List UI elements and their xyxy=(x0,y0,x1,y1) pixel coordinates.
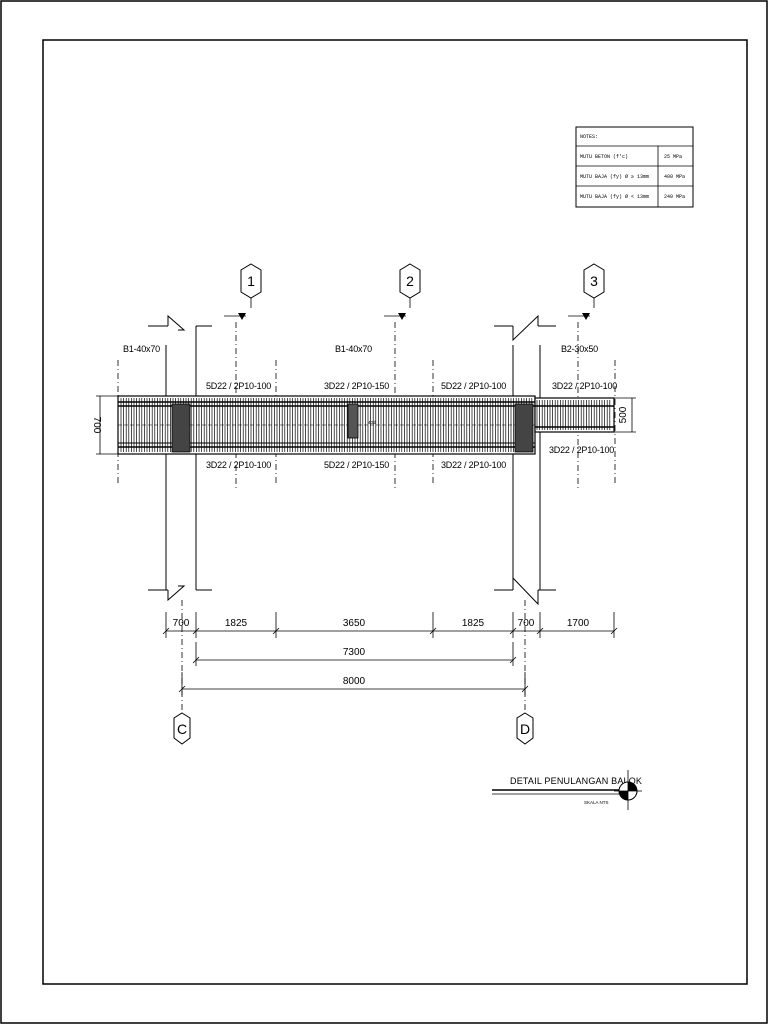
axis-marker-2: 2 xyxy=(384,263,421,320)
axis-label: 2 xyxy=(406,273,414,289)
notes-row-label: MUTU BAJA (fy) Ø < 13mm xyxy=(580,193,649,200)
dimension-row-3 xyxy=(178,672,529,695)
height-dimension-left: 700 xyxy=(91,395,118,455)
rebar-label: 3D22 / 2P10-100 xyxy=(552,381,617,391)
dimension-label: 1700 xyxy=(567,618,590,629)
dimension-label: 7300 xyxy=(343,647,366,658)
beam-label: B2-30x50 xyxy=(561,344,598,354)
title-text: DETAIL PENULANGAN BALOK xyxy=(510,776,642,786)
height-dimension-right: 500 xyxy=(614,397,636,433)
axis-marker-3: 3 xyxy=(568,263,605,320)
rebar-label: 3D22 / 2P10-150 xyxy=(324,381,389,391)
dimension-label: 3650 xyxy=(343,618,366,629)
notes-table: NOTES: MUTU BETON (f'c) 25 MPa MUTU BAJA… xyxy=(575,126,694,208)
notes-row-value: 400 MPa xyxy=(664,174,685,180)
rebar-label: 3D22 / 2P10-100 xyxy=(441,460,506,470)
rebar-label: 5D22 / 2P10-150 xyxy=(324,460,389,470)
height-label: 700 xyxy=(91,417,102,434)
notes-row-value: 25 MPa xyxy=(664,154,682,160)
dimension-label: 700 xyxy=(518,618,535,629)
axis-label: 1 xyxy=(247,273,255,289)
rebar-label: 3D22 / 2P10-100 xyxy=(206,460,271,470)
notes-row-label: MUTU BETON (f'c) xyxy=(580,154,628,160)
notes-row-label: MUTU BAJA (fy) Ø ≥ 13mm xyxy=(580,173,649,180)
beam-label: B1-40x70 xyxy=(335,344,372,354)
notes-header: NOTES: xyxy=(580,134,598,140)
dimension-label: 1825 xyxy=(225,618,248,629)
drawing-frame xyxy=(42,39,748,985)
dimension-label: 700 xyxy=(173,618,190,629)
dimension-label: 8000 xyxy=(343,676,366,687)
notes-row-value: 240 MPa xyxy=(664,194,685,200)
lap-length-label: 40d xyxy=(368,420,376,425)
section-target-icon xyxy=(614,770,642,810)
rebar-label: 3D22 / 2P10-100 xyxy=(549,445,614,455)
beam-label: B1-40x70 xyxy=(123,344,160,354)
column-right xyxy=(494,314,556,606)
axis-label: C xyxy=(177,721,187,737)
dimension-row-2 xyxy=(192,642,517,666)
dimension-row-1 xyxy=(162,612,618,638)
dimension-label: 1825 xyxy=(462,618,485,629)
axis-label: D xyxy=(520,721,530,737)
rebar-label: 5D22 / 2P10-100 xyxy=(206,381,271,391)
beam-elevation: 40d xyxy=(117,395,615,455)
axis-marker-1: 1 xyxy=(224,263,262,320)
rebar-label: 5D22 / 2P10-100 xyxy=(441,381,506,391)
scale-text: SKALA NTS xyxy=(584,800,609,805)
axis-label: 3 xyxy=(590,273,598,289)
height-label: 500 xyxy=(618,406,629,423)
axis-marker-d: D xyxy=(516,712,534,745)
drawing-title: DETAIL PENULANGAN BALOK SKALA NTS xyxy=(492,770,642,810)
column-left xyxy=(148,314,212,602)
axis-marker-c: C xyxy=(173,712,191,745)
